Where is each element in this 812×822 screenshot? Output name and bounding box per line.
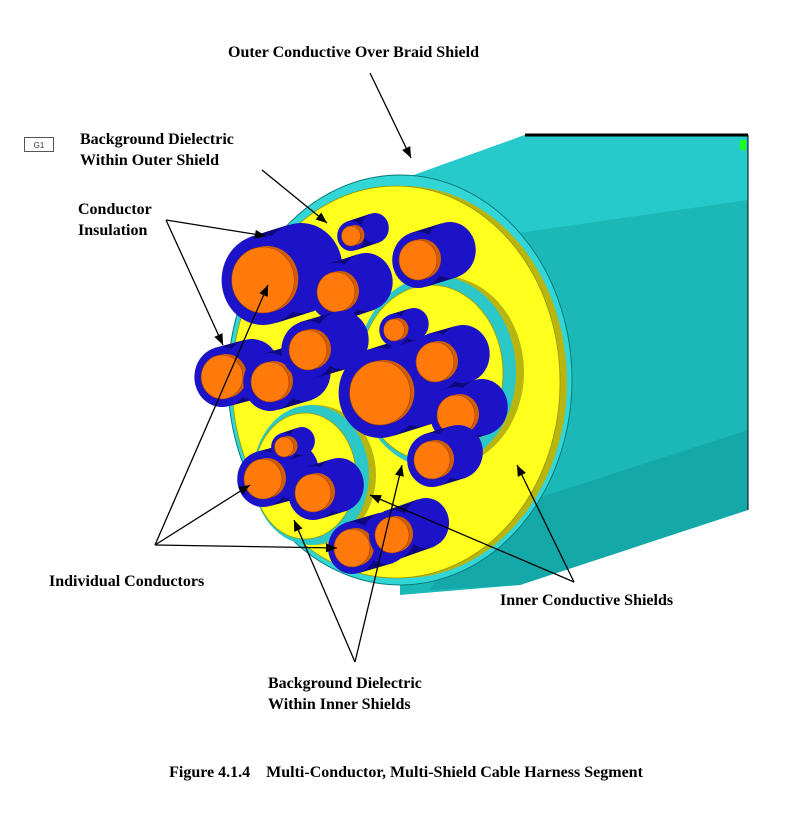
insulated-conductor <box>408 325 490 391</box>
label-bg-outer-line1: Background Dielectric <box>80 131 234 148</box>
figure-caption: Figure 4.1.4 Multi-Conductor, Multi-Shie… <box>169 764 643 781</box>
insulated-conductor <box>271 427 315 461</box>
insulated-conductor <box>392 222 476 288</box>
individual-conductor <box>231 246 295 314</box>
conductors-group <box>194 213 508 574</box>
label-ins-line1: Conductor <box>78 201 152 218</box>
insulated-conductor <box>337 213 389 251</box>
label-bg-dielectric-inner: Background Dielectric Within Inner Shiel… <box>268 673 422 715</box>
individual-conductor <box>250 361 290 403</box>
leader-arrow <box>369 494 575 583</box>
label-conductor-insulation: Conductor Insulation <box>78 199 152 241</box>
green-marker <box>740 140 746 150</box>
individual-conductor <box>398 239 438 281</box>
cable-end-face <box>194 174 573 586</box>
label-bg-outer-line2: Within Outer Shield <box>80 152 219 169</box>
label-bg-inner-line2: Within Inner Shields <box>268 696 411 713</box>
insulated-conductor <box>309 253 393 321</box>
individual-conductor <box>243 458 283 500</box>
leader-arrow <box>165 219 224 346</box>
leader-arrow <box>369 72 412 159</box>
individual-conductor <box>413 440 451 480</box>
insulation-back <box>361 213 389 243</box>
leader-arrow <box>154 484 251 546</box>
insulated-conductor <box>288 458 364 520</box>
individual-conductor <box>274 436 294 458</box>
leader-arrow <box>516 464 575 583</box>
individual-conductor <box>415 341 455 383</box>
individual-conductor <box>383 318 405 342</box>
leader-arrow <box>354 464 404 663</box>
individual-conductor <box>374 516 410 554</box>
figure-tag: G1 <box>24 137 54 152</box>
individual-conductor <box>341 225 361 247</box>
label-inner-shields: Inner Conductive Shields <box>500 592 674 609</box>
insulated-conductor <box>281 311 369 379</box>
individual-conductor <box>349 360 411 426</box>
label-bg-dielectric-outer: Background Dielectric Within Outer Shiel… <box>80 129 234 171</box>
individual-conductor <box>316 271 356 313</box>
leader-arrow <box>293 519 356 663</box>
individual-conductor <box>333 528 371 568</box>
label-outer-shield: Outer Conductive Over Braid Shield <box>228 44 479 61</box>
leader-arrows <box>154 72 575 663</box>
cable-bottom-shading <box>430 430 748 590</box>
label-individual-conductors: Individual Conductors <box>49 573 205 590</box>
leader-arrow <box>165 219 267 239</box>
individual-conductor <box>294 473 332 513</box>
insulated-conductor <box>221 223 343 325</box>
label-ins-line2: Insulation <box>78 222 148 239</box>
insulated-conductor <box>407 425 483 487</box>
individual-conductor <box>288 329 328 371</box>
leader-arrow <box>261 169 328 224</box>
leader-arrow <box>154 543 338 553</box>
insulated-conductor <box>379 308 429 346</box>
label-bg-inner-line1: Background Dielectric <box>268 675 422 692</box>
leader-arrow <box>154 284 269 546</box>
